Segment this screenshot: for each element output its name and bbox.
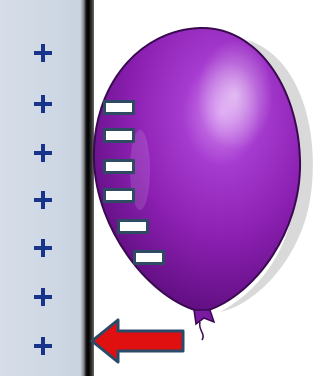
dash-marker xyxy=(103,100,135,115)
dash-marker xyxy=(117,219,149,234)
plus-icon xyxy=(34,44,52,62)
balloon-icon xyxy=(92,26,313,341)
plus-icon xyxy=(34,191,52,209)
left-arrow-icon xyxy=(90,318,185,364)
dash-marker xyxy=(103,159,135,174)
plus-icon xyxy=(34,337,52,355)
left-panel xyxy=(0,0,80,376)
dash-marker xyxy=(133,250,165,265)
dash-marker xyxy=(103,128,135,143)
plus-icon xyxy=(34,288,52,306)
plus-icon xyxy=(34,239,52,257)
plus-icon xyxy=(34,95,52,113)
plus-icon xyxy=(34,144,52,162)
dash-marker xyxy=(103,188,135,203)
vertical-divider xyxy=(80,0,94,376)
